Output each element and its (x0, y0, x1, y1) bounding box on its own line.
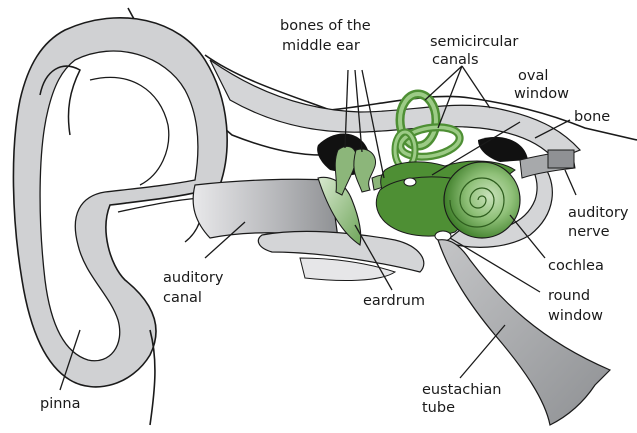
leader-semicircular-1 (425, 66, 462, 100)
leader-eustachian (460, 325, 505, 378)
auditory-canal-shape (193, 179, 338, 238)
label-eustachian-line1: eustachian (422, 382, 502, 398)
incus (354, 149, 376, 192)
label-bones-line2: middle ear (282, 38, 360, 54)
label-auditory-canal-line2: canal (163, 290, 202, 306)
label-round-window-line2: window (548, 308, 603, 324)
label-semicircular-line1: semicircular (430, 34, 518, 50)
label-cochlea: cochlea (548, 258, 604, 274)
label-pinna: pinna (40, 396, 81, 412)
auditory-nerve-end (548, 150, 574, 168)
label-round-window-line1: round (548, 288, 590, 304)
inner-ear-cavity (478, 137, 528, 162)
tragus (118, 198, 202, 242)
label-oval-line2: window (514, 86, 569, 102)
label-eustachian-line2: tube (422, 400, 455, 416)
label-bone: bone (574, 109, 610, 125)
malleus (335, 146, 356, 195)
label-oval-line1: oval (518, 68, 548, 84)
label-auditory-nerve-line1: auditory (568, 205, 629, 221)
label-auditory-canal-line1: auditory (163, 270, 224, 286)
leader-auditory-nerve (565, 170, 576, 195)
leader-semicircular-3 (462, 66, 490, 108)
oval-window-shape (404, 178, 416, 186)
label-bones-line1: bones of the (280, 18, 371, 34)
label-semicircular-line2: canals (432, 52, 479, 68)
label-eardrum: eardrum (363, 293, 425, 309)
label-auditory-nerve-line2: nerve (568, 224, 610, 240)
